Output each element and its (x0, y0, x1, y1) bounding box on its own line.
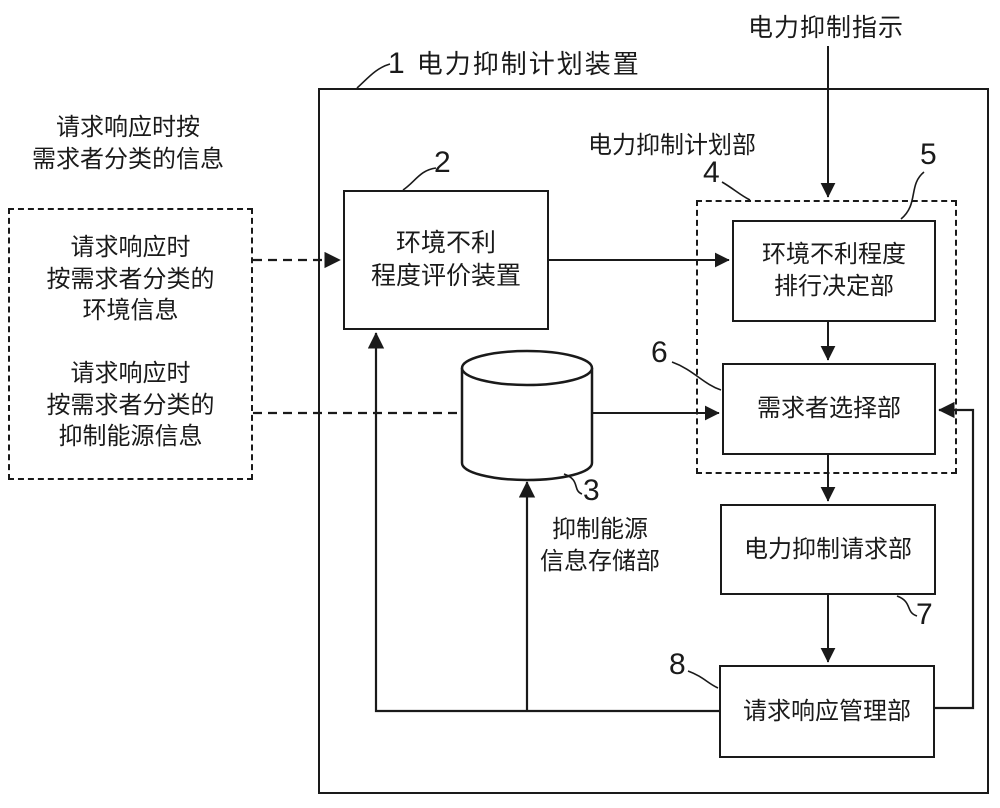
evaluator-block: 环境不利 程度评价装置 (343, 190, 549, 330)
external-inputs-title: 请求响应时按 需求者分类的信息 (32, 114, 224, 173)
planning-section-label: 电力抑制计划部 (588, 132, 756, 159)
ref-number-2: 2 (434, 146, 451, 179)
power-suppression-instruction-label: 电力抑制指示 (748, 14, 905, 42)
device-outer-frame (318, 88, 989, 794)
env-info-input-label: 请求响应时 按需求者分类的 环境信息 (46, 234, 215, 325)
ref-number-8: 8 (669, 648, 686, 681)
manager-block: 请求响应管理部 (719, 665, 935, 758)
device-title: 1 电力抑制计划装置 (388, 44, 641, 81)
storage-block-label: 抑制能源 信息存储部 (540, 516, 660, 575)
leader-ref-1 (356, 63, 391, 89)
planning-section-box (696, 200, 957, 474)
selector-block: 需求者选择部 (722, 363, 936, 455)
ref-number-1: 1 (388, 47, 405, 80)
ref-number-6: 6 (651, 336, 668, 369)
energy-info-input-label: 请求响应时 按需求者分类的 抑制能源信息 (46, 360, 215, 451)
ref-number-5: 5 (920, 138, 937, 171)
device-title-label: 电力抑制计划装置 (416, 49, 641, 79)
external-inputs-group-box (8, 208, 253, 480)
requester-block: 电力抑制请求部 (720, 504, 936, 595)
ref-number-4: 4 (703, 156, 720, 189)
ranking-block: 环境不利程度 排行决定部 (732, 220, 936, 322)
ref-number-7: 7 (916, 598, 933, 631)
ref-number-3: 3 (583, 474, 600, 507)
